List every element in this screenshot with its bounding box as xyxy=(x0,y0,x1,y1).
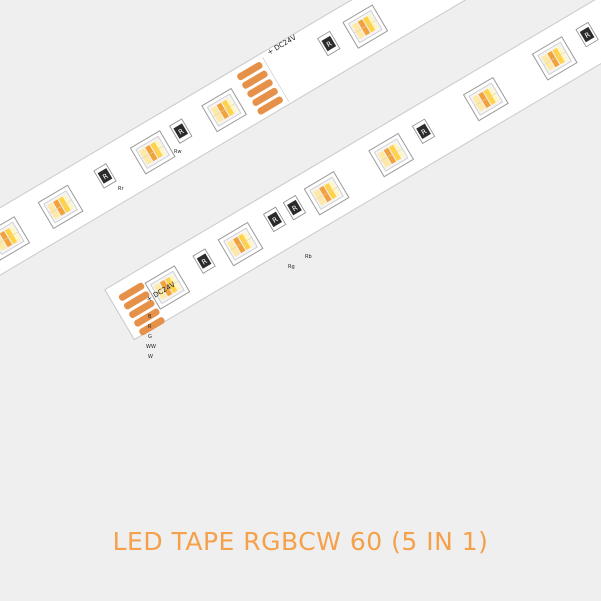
led-strip-lower xyxy=(104,0,601,341)
channel-label: W xyxy=(148,354,153,360)
led-strip-upper xyxy=(0,0,601,287)
solder-pads xyxy=(235,57,290,116)
product-caption: LED TAPE RGBCW 60 (5 IN 1) xyxy=(112,527,489,556)
resistor-code: Rg xyxy=(288,264,295,270)
channel-label: WW xyxy=(146,344,156,350)
resistor-code: Rb xyxy=(305,254,312,260)
channel-label: G xyxy=(148,334,152,340)
resistor-code: Rw xyxy=(174,149,182,155)
channel-label: R xyxy=(148,324,152,330)
channel-label: B xyxy=(148,314,152,320)
resistor-code: Rr xyxy=(118,186,124,192)
